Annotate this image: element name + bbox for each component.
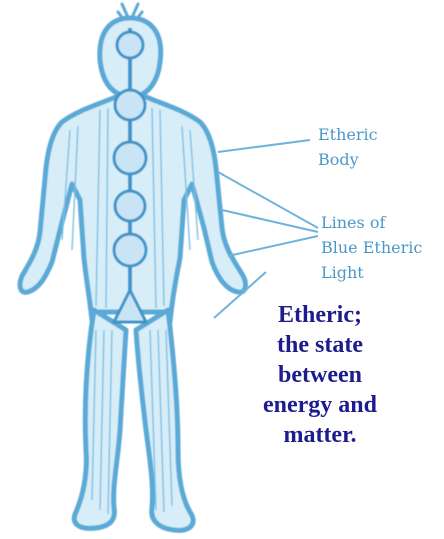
lines-of-light-label: Lines of Blue Etheric Light <box>321 210 422 285</box>
etheric-body-line-1: Etheric <box>318 122 378 147</box>
chakra-crown <box>117 32 143 58</box>
caption-line-4: energy and <box>230 390 410 420</box>
chakra-throat <box>115 90 145 120</box>
etheric-body-label: Etheric Body <box>318 122 378 172</box>
caption-line-1: Etheric; <box>230 300 410 330</box>
human-figure <box>20 4 245 530</box>
lines-of-light-line-1: Lines of <box>321 210 422 235</box>
etheric-body-line-2: Body <box>318 147 378 172</box>
caption-line-3: between <box>230 360 410 390</box>
chakra-solar <box>115 191 145 221</box>
caption-line-5: matter. <box>230 420 410 450</box>
caption-line-2: the state <box>230 330 410 360</box>
chakra-sacral <box>114 234 146 266</box>
pointer-body <box>218 140 310 152</box>
lines-of-light-line-2: Blue Etheric <box>321 235 422 260</box>
caption: Etheric; the state between energy and ma… <box>230 300 410 450</box>
lines-of-light-line-3: Light <box>321 260 422 285</box>
right-leg <box>136 310 193 530</box>
chakra-heart <box>114 142 146 174</box>
pointer-lines-c <box>228 236 318 256</box>
